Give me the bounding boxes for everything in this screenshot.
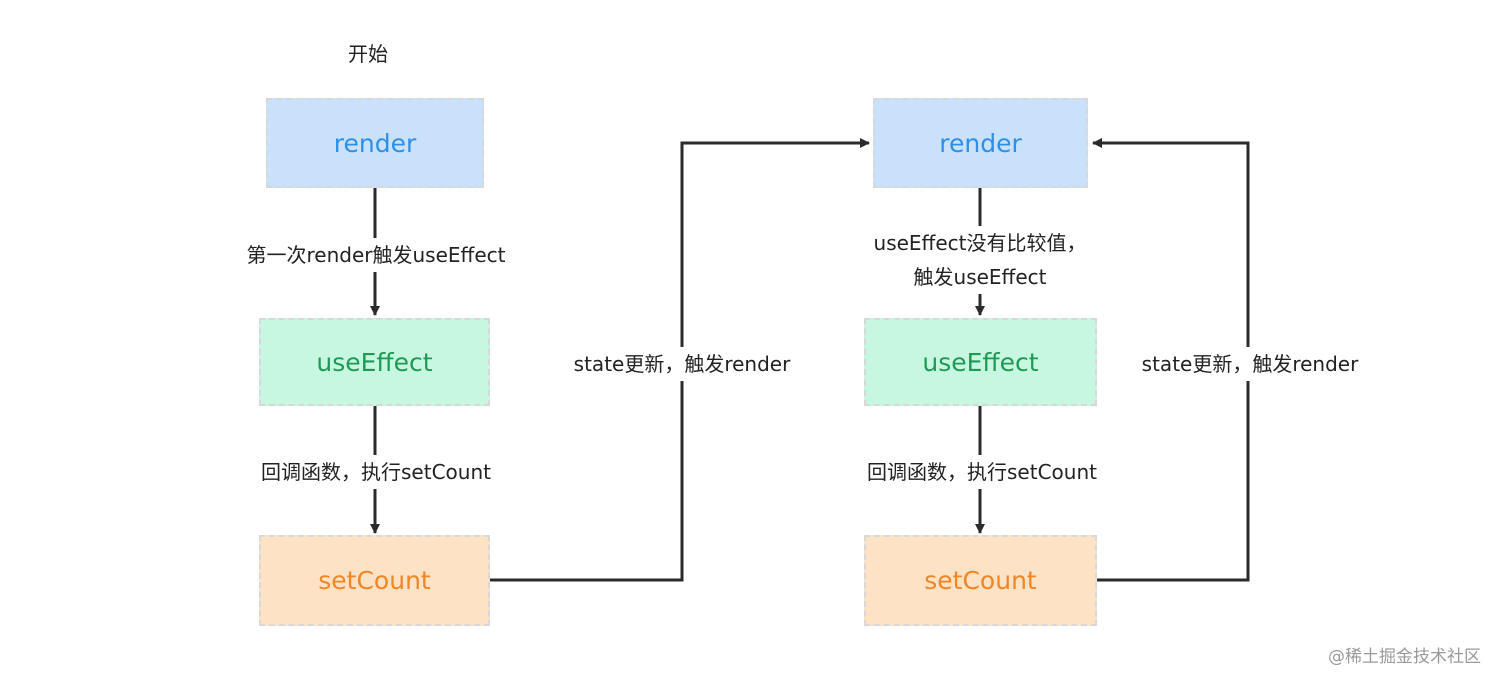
edge-label-no-compare-line2: 触发useEffect	[913, 265, 1047, 289]
edge-label-callback-right: 回调函数，执行setCount	[867, 455, 1097, 489]
watermark: @稀土掘金技术社区	[1328, 647, 1481, 667]
useeffect-node-right: useEffect	[864, 318, 1097, 406]
edge-label-no-compare: useEffect没有比较值， 触发useEffect	[873, 226, 1087, 294]
edge-label-callback-left: 回调函数，执行setCount	[261, 455, 491, 489]
render-node-left: render	[266, 98, 484, 188]
edge-label-state-update-right: state更新，触发render	[1141, 347, 1359, 381]
edge-label-first-render: 第一次render触发useEffect	[246, 238, 506, 272]
useeffect-node-left: useEffect	[259, 318, 490, 406]
edge-label-state-update-left: state更新，触发render	[573, 347, 791, 381]
render-node-right: render	[873, 98, 1088, 188]
setcount-node-left: setCount	[259, 535, 490, 626]
start-label: 开始	[348, 42, 388, 66]
setcount-node-right: setCount	[864, 535, 1097, 626]
edge-label-no-compare-line1: useEffect没有比较值，	[873, 231, 1087, 255]
